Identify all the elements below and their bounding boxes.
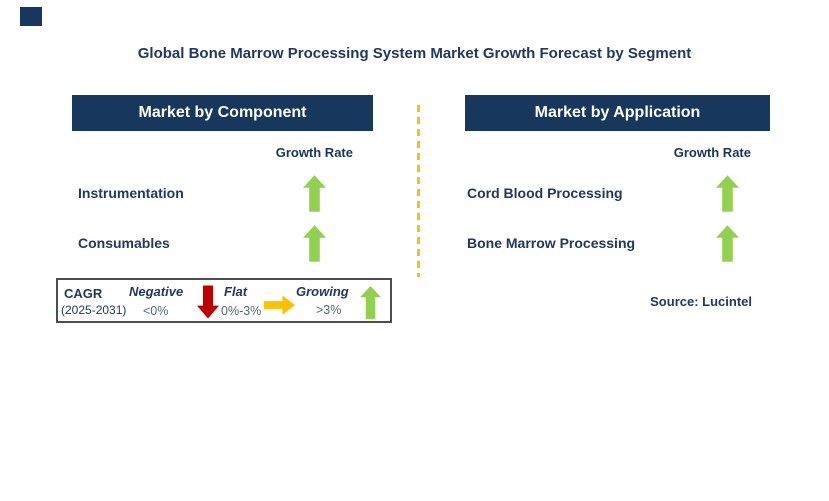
- up-arrow-green-icon: [360, 286, 381, 319]
- panel-header-component: Market by Component: [72, 95, 373, 131]
- panel-header-application: Market by Application: [465, 95, 770, 131]
- growth-rate-column-label-component: Growth Rate: [275, 145, 353, 160]
- legend-cagr-label: CAGR: [64, 286, 103, 301]
- source-attribution: Source: Lucintel: [650, 294, 752, 309]
- down-arrow-red-icon: [197, 285, 219, 319]
- panel-divider-dashed-line: [417, 105, 420, 277]
- right-arrow-yellow-icon: [264, 295, 295, 315]
- legend-negative-range: <0%: [143, 304, 169, 318]
- up-arrow-green-icon: [303, 175, 326, 212]
- panel-header-component-label: Market by Component: [138, 104, 307, 121]
- segment-label-consumables: Consumables: [78, 235, 170, 251]
- up-arrow-green-icon: [716, 225, 739, 262]
- legend-flat-label: Flat: [224, 284, 248, 299]
- legend-period-label: (2025-2031): [61, 303, 127, 317]
- up-arrow-green-icon: [303, 225, 326, 262]
- growth-rate-column-label-application: Growth Rate: [673, 145, 751, 160]
- cagr-legend-box: CAGR (2025-2031) Negative <0% Flat 0%-3%…: [56, 278, 392, 323]
- panel-header-application-label: Market by Application: [534, 104, 701, 121]
- segment-label-instrumentation: Instrumentation: [78, 185, 184, 201]
- legend-growing-label: Growing: [296, 284, 349, 299]
- segment-label-bone-marrow-processing: Bone Marrow Processing: [467, 235, 636, 251]
- corner-accent-square: [20, 7, 42, 26]
- up-arrow-green-icon: [716, 175, 739, 212]
- legend-negative-label: Negative: [129, 284, 184, 299]
- legend-flat-range: 0%-3%: [221, 304, 262, 318]
- segment-label-cord-blood-processing: Cord Blood Processing: [467, 185, 623, 201]
- legend-growing-range: >3%: [316, 303, 342, 317]
- chart-title: Global Bone Marrow Processing System Mar…: [137, 45, 692, 62]
